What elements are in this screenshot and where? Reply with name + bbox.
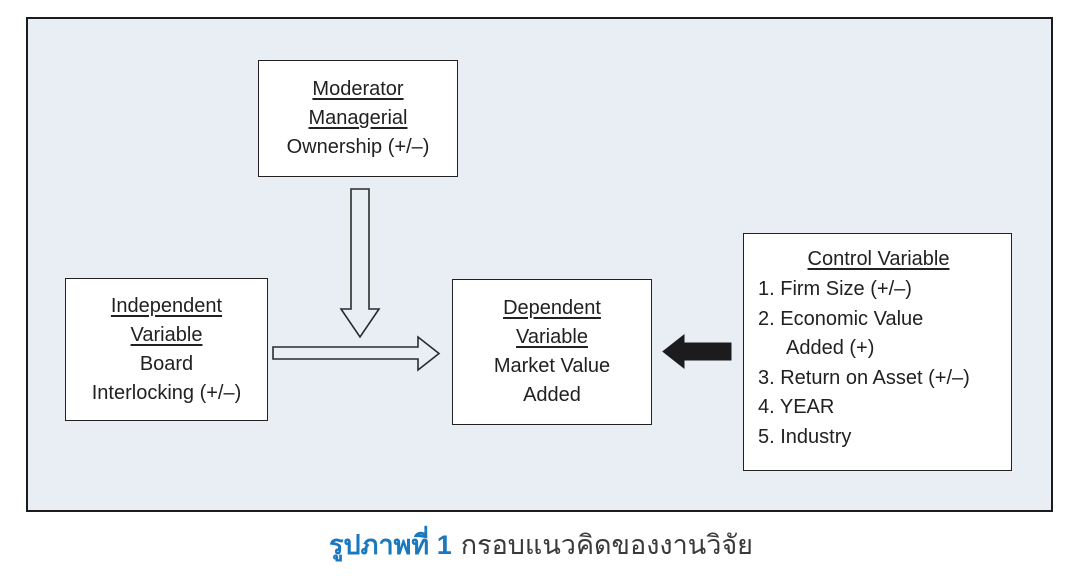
figure-caption-text: กรอบแนวคิดของงานวิจัย <box>460 530 753 560</box>
left-arrow-icon <box>662 333 732 370</box>
right-arrow-icon <box>272 335 441 372</box>
independent-title-line-2: Variable <box>130 323 203 346</box>
control-variable-box: Control Variable 1. Firm Size (+/–) 2. E… <box>743 233 1012 471</box>
control-item-5: 5. Industry <box>758 425 852 448</box>
control-title: Control Variable <box>807 248 950 270</box>
moderator-box: Moderator Managerial Ownership (+/–) <box>258 60 458 177</box>
down-arrow-icon <box>339 188 381 339</box>
dependent-title-line-2: Variable <box>516 326 588 348</box>
control-item-2-continued: Added (+) <box>786 337 875 359</box>
moderator-body-line: Ownership (+/–) <box>286 136 430 158</box>
dependent-body-line-2: Added <box>523 384 581 406</box>
figure-caption: รูปภาพที่ 1 กรอบแนวคิดของงานวิจัย <box>0 523 1082 567</box>
independent-title-line-1: Independent <box>110 294 223 317</box>
dependent-title-line-1: Dependent <box>503 297 601 319</box>
control-item-1: 1. Firm Size (+/–) <box>758 278 912 300</box>
dependent-body-line-1: Market Value <box>493 355 611 377</box>
independent-body-line-1: Board <box>139 352 194 375</box>
figure-caption-label: รูปภาพที่ 1 <box>329 530 452 560</box>
dependent-variable-box: Dependent Variable Market Value Added <box>452 279 652 425</box>
moderator-title-line-2: Managerial <box>308 107 408 129</box>
control-item-3: 3. Return on Asset (+/–) <box>758 366 970 389</box>
control-item-2: 2. Economic Value <box>758 307 924 330</box>
independent-variable-box: Independent Variable Board Interlocking … <box>65 278 268 421</box>
control-item-4: 4. YEAR <box>758 396 835 418</box>
independent-body-line-2: Interlocking (+/–) <box>91 381 242 404</box>
moderator-title-line-1: Moderator <box>312 78 404 100</box>
